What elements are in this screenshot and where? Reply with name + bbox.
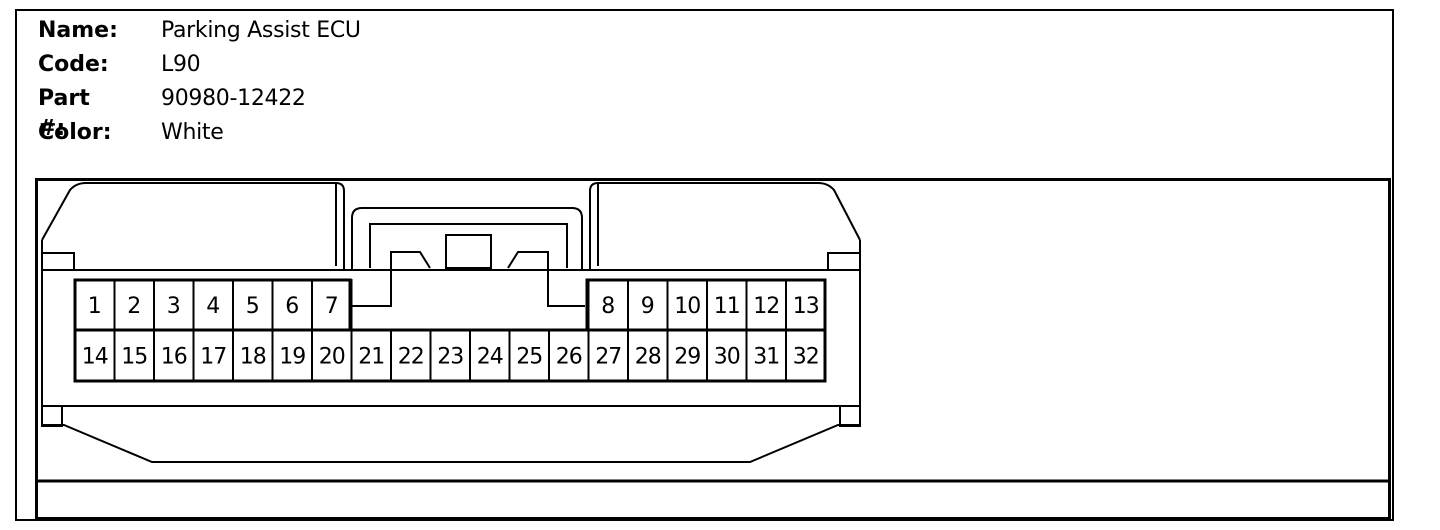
color-value: White (161, 120, 224, 145)
pin-number-label: 10 (674, 294, 700, 319)
pin-cell (785, 329, 827, 382)
latch-right-arm (507, 251, 585, 307)
pin-number-label: 16 (161, 345, 187, 370)
left-upper-notch (41, 252, 75, 271)
pin-number-label: 15 (121, 345, 147, 370)
pin-number-label: 13 (793, 294, 819, 319)
part-number-value: 90980-12422 (161, 86, 306, 111)
latch-inner-frame (351, 207, 583, 270)
pin-number-label: 30 (714, 345, 740, 370)
right-lower-notch (839, 405, 861, 427)
pin-number-label: 29 (674, 345, 700, 370)
right-upper-notch (827, 252, 861, 271)
pin-number-label: 6 (285, 294, 299, 319)
pin-number-label: 27 (595, 345, 621, 370)
housing-bottom-outline (42, 424, 860, 463)
pin-number-label: 7 (325, 294, 339, 319)
pin-number-label: 2 (127, 294, 141, 319)
pin-number-label: 19 (279, 345, 305, 370)
pin-number-label: 31 (753, 345, 779, 370)
pin-number-label: 18 (240, 345, 266, 370)
latch-box (369, 223, 568, 268)
pin-number-label: 4 (206, 294, 220, 319)
pin-number-label: 28 (635, 345, 661, 370)
pin-number-label: 32 (793, 345, 819, 370)
pin-number-label: 25 (516, 345, 542, 370)
code-label: Code: (38, 52, 109, 77)
pin-number-label: 20 (319, 345, 345, 370)
pin-number-label: 22 (398, 345, 424, 370)
diagram-frame (35, 178, 1391, 520)
color-label: Color: (38, 120, 112, 145)
pin-number-label: 5 (246, 294, 260, 319)
pin-number-label: 9 (641, 294, 655, 319)
pin-number-label: 26 (556, 345, 582, 370)
pin-number-label: 12 (753, 294, 779, 319)
outer-frame (15, 9, 1394, 521)
connector-housing (41, 182, 861, 463)
housing-top-left-outline (41, 182, 345, 270)
latch-left-arm (352, 251, 431, 307)
pin-number-label: 24 (477, 345, 503, 370)
pin-number-label: 1 (88, 294, 102, 319)
part-number-label: Part #: (38, 86, 90, 141)
name-value: Parking Assist ECU (161, 18, 361, 43)
pin-number-label: 23 (437, 345, 463, 370)
latch-housing-sides (335, 183, 599, 266)
left-lower-notch (41, 405, 63, 427)
housing-top-right-outline (589, 182, 861, 270)
pin-number-label: 11 (714, 294, 740, 319)
code-value: L90 (161, 52, 201, 77)
pin-number-label: 14 (82, 345, 108, 370)
latch-tab (445, 234, 492, 269)
pin-number-label: 17 (200, 345, 226, 370)
pin-number-label: 8 (601, 294, 615, 319)
pin-number-label: 21 (358, 345, 384, 370)
pin-number-label: 3 (167, 294, 181, 319)
name-label: Name: (38, 18, 118, 43)
